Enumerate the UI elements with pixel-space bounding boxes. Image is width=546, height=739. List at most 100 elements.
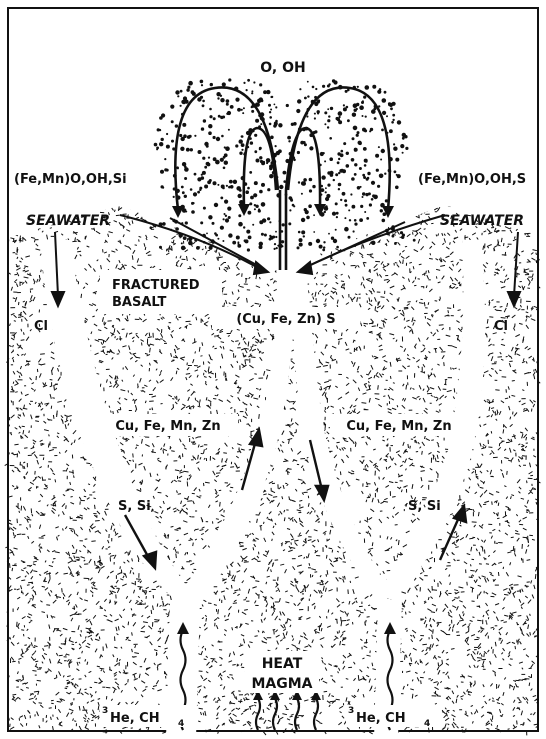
- basalt-dash: [307, 488, 311, 490]
- basalt-dash: [469, 666, 471, 668]
- basalt-dash: [372, 288, 374, 292]
- basalt-dash: [471, 654, 473, 658]
- basalt-dash: [60, 634, 62, 636]
- basalt-dash: [136, 217, 139, 218]
- basalt-dash: [97, 260, 99, 261]
- basalt-dash: [506, 572, 508, 576]
- basalt-dash: [44, 646, 48, 647]
- basalt-dash: [486, 603, 488, 606]
- basalt-dash: [253, 398, 258, 399]
- basalt-dash: [189, 476, 191, 480]
- basalt-dash: [489, 572, 492, 573]
- basalt-dash: [416, 585, 419, 587]
- basalt-dash: [504, 486, 506, 487]
- basalt-dash: [241, 364, 245, 367]
- basalt-dash: [89, 304, 93, 305]
- basalt-dash: [405, 459, 407, 463]
- basalt-dash: [362, 679, 366, 680]
- basalt-dash: [267, 567, 269, 571]
- basalt-dash: [109, 375, 112, 378]
- basalt-dash: [460, 260, 463, 261]
- basalt-dash: [19, 345, 21, 346]
- basalt-dash: [134, 679, 138, 681]
- basalt-dash: [506, 632, 508, 635]
- basalt-dash: [49, 450, 54, 451]
- basalt-dash: [26, 688, 29, 689]
- basalt-dash: [146, 587, 149, 589]
- basalt-dash: [491, 450, 494, 454]
- basalt-dash: [270, 261, 272, 264]
- basalt-dash: [17, 344, 19, 347]
- basalt-dash: [461, 315, 463, 317]
- basalt-dash: [104, 327, 107, 329]
- basalt-dash: [77, 662, 78, 666]
- basalt-dash: [375, 466, 376, 468]
- basalt-dash: [135, 602, 137, 604]
- basalt-dash: [509, 616, 510, 619]
- basalt-dash: [308, 503, 309, 507]
- basalt-dash: [406, 385, 407, 390]
- basalt-dash: [19, 658, 22, 659]
- basalt-dash: [131, 702, 133, 704]
- basalt-dash: [216, 625, 218, 629]
- basalt-dash: [33, 279, 34, 282]
- basalt-dash: [28, 536, 29, 539]
- basalt-dash: [108, 620, 113, 622]
- basalt-dash: [252, 266, 253, 268]
- basalt-dash: [69, 692, 71, 694]
- basalt-dash: [162, 597, 163, 601]
- basalt-dash: [187, 238, 188, 241]
- basalt-dash: [337, 551, 339, 552]
- basalt-dash: [260, 591, 263, 593]
- basalt-dash: [355, 443, 356, 447]
- basalt-dash: [20, 366, 21, 369]
- basalt-dash: [225, 267, 228, 268]
- basalt-dash: [330, 530, 331, 535]
- basalt-dash: [325, 389, 326, 391]
- basalt-dash: [324, 411, 326, 413]
- basalt-dash: [503, 597, 505, 600]
- basalt-dash: [238, 397, 240, 401]
- basalt-dash: [421, 471, 425, 472]
- basalt-dash: [159, 628, 161, 630]
- basalt-dash: [231, 340, 234, 342]
- basalt-dash: [308, 645, 311, 648]
- basalt-dash: [133, 353, 137, 354]
- basalt-dash: [472, 233, 476, 235]
- basalt-dash: [232, 692, 234, 696]
- basalt-dash: [153, 387, 156, 391]
- basalt-dash: [93, 710, 95, 714]
- basalt-dash: [339, 706, 343, 708]
- basalt-dash: [58, 377, 61, 381]
- basalt-dash: [294, 519, 297, 523]
- basalt-dash: [200, 446, 203, 447]
- basalt-dash: [204, 370, 206, 372]
- basalt-dash: [208, 370, 209, 372]
- basalt-dash: [438, 234, 439, 236]
- basalt-dash: [296, 585, 297, 589]
- basalt-dash: [411, 657, 412, 661]
- basalt-dash: [139, 318, 142, 320]
- basalt-dash: [463, 692, 465, 695]
- basalt-dash: [443, 608, 446, 612]
- basalt-dash: [298, 725, 299, 728]
- basalt-dash: [420, 638, 423, 641]
- basalt-dash: [499, 411, 501, 415]
- basalt-dash: [501, 401, 504, 403]
- basalt-dash: [479, 592, 481, 596]
- basalt-dash: [346, 209, 347, 212]
- basalt-dash: [87, 702, 89, 704]
- basalt-dash: [393, 338, 395, 339]
- basalt-dash: [525, 233, 526, 235]
- basalt-dash: [249, 378, 253, 380]
- basalt-dash: [398, 242, 400, 245]
- basalt-dash: [198, 702, 200, 703]
- basalt-dash: [320, 712, 322, 714]
- basalt-dash: [185, 552, 187, 555]
- basalt-dash: [339, 341, 340, 345]
- basalt-dash: [437, 329, 439, 332]
- basalt-dash: [222, 465, 226, 466]
- basalt-dash: [227, 400, 231, 403]
- basalt-dash: [317, 272, 318, 274]
- basalt-dash: [450, 582, 451, 585]
